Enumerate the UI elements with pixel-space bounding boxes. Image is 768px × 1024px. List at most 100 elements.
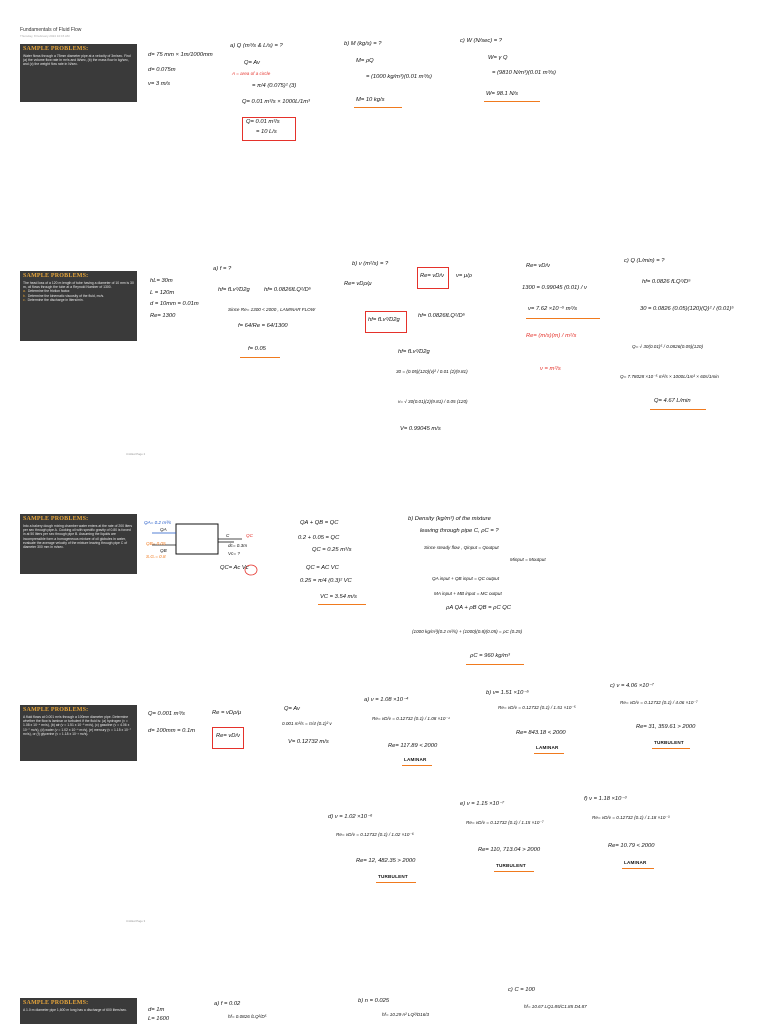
problem-heading: SAMPLE PROBLEMS: [23, 1000, 89, 1006]
answer-line: V= 0.99045 m/s [400, 426, 441, 432]
work-line: QA + QB = QC [300, 520, 339, 526]
work-line: b) n = 0.025 [358, 998, 390, 1004]
diagram-label: QA [160, 527, 167, 532]
work-line: Re= vDρ/μ [344, 281, 372, 287]
work-line: M= ρQ [356, 58, 374, 64]
answer-box [242, 117, 296, 141]
work-line: d) ν = 1.02 ×10⁻⁶ [328, 814, 373, 820]
work-line: = (1000 kg/m³)(0.01 m³/s) [366, 74, 432, 80]
flow-type: TURBULENT [496, 863, 526, 868]
unit-check-line: ν = m²/s [540, 366, 561, 372]
work-line: 30 = 0.0826 (0.05)(120)(Q)² / (0.01)⁵ [640, 306, 734, 312]
work-line: Re= vD/ν = 0.12732 (0.1) / 1.08 ×10⁻⁴ [372, 716, 450, 721]
formula-box [365, 311, 407, 333]
diagram-label: QC= Ac Vc [220, 565, 249, 571]
work-line: b) Density (kg/m³) of the mixture [408, 516, 491, 522]
work-line: W= γ Q [488, 55, 508, 61]
answer-line: VC = 3.54 m/s [320, 594, 357, 600]
problem-text: A fluid flows at 0.001 m³/s through a 10… [23, 715, 131, 736]
work-line: Q= Av [244, 60, 260, 66]
work-line: Since Re= 1300 < 2000 , LAMINAR FLOW [228, 307, 316, 312]
work-line: hf= 10.29 n² LQ²/D16/3 [382, 1012, 430, 1017]
given-line: L= 1600 [148, 1016, 170, 1022]
work-line: v= √ 30(0.01)(2)(9.81) / 0.05 (120) [398, 399, 468, 404]
answer-line: Q= 4.67 L/min [654, 398, 691, 404]
page-title: Fundamentals of Fluid Flow [20, 27, 82, 33]
work-line: Re= vD/ν = 0.12732 (0.1) / 1.51 ×10⁻⁵ [498, 705, 576, 710]
answer-underline [376, 882, 416, 883]
given-line: d= 0.075m [148, 67, 176, 73]
answer-underline [354, 107, 402, 108]
work-line: hf= fLv²/D2g [368, 317, 400, 323]
work-line: Re= 10.79 < 2000 [608, 843, 655, 849]
work-note: A = area of a circle [232, 71, 271, 76]
work-line: c) W (N/sec) = ? [460, 38, 503, 44]
given-line: v= 3 m/s [148, 81, 171, 87]
work-line: QC = AC VC [306, 565, 339, 571]
work-line: a) f = 0.02 [214, 1001, 241, 1007]
work-line: Re= 117.89 < 2000 [388, 743, 438, 749]
work-line: 0.25 = π/4 (0.3)² VC [300, 578, 352, 584]
problem-item: b.Determine the kinematic viscosity of t… [23, 293, 105, 298]
diagram-label: dc= 0.3m [228, 543, 248, 548]
answer-underline [494, 871, 534, 872]
given-line: hL= 30m [150, 278, 173, 284]
page-footer: Untitled Page 2 [126, 452, 146, 456]
work-line: c) Q (L/min) = ? [624, 258, 665, 264]
problem-heading: SAMPLE PROBLEMS: [23, 516, 89, 522]
work-line: hf= 10.67 LQ1.85/C1.85 D4.87 [524, 1004, 587, 1009]
work-line: Re= vD/ν = 0.12732 (0.1) / 1.15 ×10⁻⁷ [466, 820, 544, 825]
problem-text: Into a bakery dough mixing chamber water… [23, 524, 133, 550]
work-line: a) Q (m³/s & L/s) = ? [230, 43, 283, 49]
diagram-label: QA= 0.2 m³/s [144, 520, 172, 525]
work-line: hf= 0.0826fLQ²/D⁵ [264, 287, 312, 293]
work-line: Q= 0.01 m³/s × 1000L/1m³ [242, 99, 310, 105]
work-line: (1000 kg/m³)(0.2 m³/s) + (1000)(0.8)(0.0… [412, 629, 523, 634]
work-line: QA input + QB input = QC output [432, 576, 499, 581]
work-line: 1300 = 0.99045 (0.01) / ν [522, 285, 587, 291]
answer-underline [622, 868, 654, 869]
work-line: b) ν= 1.51 ×10⁻⁵ [486, 690, 529, 696]
answer-underline [534, 753, 564, 754]
work-line: Re= vD/ν [216, 733, 240, 739]
work-line: Re= vD/ν [420, 273, 444, 279]
work-line: f) ν = 1.18 ×10⁻³ [584, 796, 627, 802]
given-line: Re= 1300 [150, 313, 176, 319]
work-line: Q= √ 30(0.01)⁵ / 0.0826(0.05)(120) [632, 344, 703, 349]
work-line: Re= 12, 482.35 > 2000 [356, 858, 416, 864]
work-line: Minput = Moutput [510, 557, 546, 562]
problem-text: The head loss of a 120 m length of tube … [23, 281, 134, 290]
work-line: Re= 31, 359.61 > 2000 [636, 724, 696, 730]
work-line: hf= fLv²/D2g [218, 287, 250, 293]
work-line: Since steady flow , Qinput = Qoutput [424, 545, 499, 550]
work-line: b) M (kg/s) = ? [344, 41, 382, 47]
work-line: e) ν = 1.15 ×10⁻⁷ [460, 801, 505, 807]
flow-type: LAMINAR [404, 757, 427, 762]
answer-line: = 10 L/s [256, 129, 277, 135]
answer-line: Q= 0.01 m³/s [246, 119, 280, 125]
work-line: a) ν = 1.08 ×10⁻⁴ [364, 697, 409, 703]
work-line: Re= vD/ν = 0.12732 (0.1) / 1.18 ×10⁻³ [592, 815, 670, 820]
circled-unknown [244, 564, 258, 576]
work-line: Re= 110, 713.04 > 2000 [478, 847, 541, 853]
diagram-label: C [226, 533, 230, 538]
work-line: Re = vDρ/μ [212, 710, 242, 716]
problem-box-2: SAMPLE PROBLEMS: The head loss of a 120 … [20, 271, 137, 341]
problem-box-4: SAMPLE PROBLEMS: A fluid flows at 0.001 … [20, 705, 137, 761]
unit-check-line: Re= (m/s)(m) / m²/s [526, 333, 577, 339]
work-line: Re= vD/ν = 0.12732 (0.1) / 4.06 ×10⁻⁷ [620, 700, 698, 705]
work-line: Re= vD/ν = 0.12732 (0.1) / 1.02 ×10⁻⁶ [336, 832, 414, 837]
formula-box [417, 267, 449, 289]
diagram-label: S.G.= 0.8 [146, 554, 166, 559]
answer-underline [650, 409, 706, 410]
work-line: 30 = (0.05)(120)(v)² / 0.01 (2)(9.81) [396, 369, 468, 374]
diagram-label: QB= 0.05 [146, 541, 166, 546]
work-line: 0.2 + 0.05 = QC [298, 535, 340, 541]
problem-item: c.Determine the discharge in liters/min. [23, 297, 84, 302]
mixing-chamber-diagram [152, 523, 258, 576]
work-line: Q= 7.78028 ×10⁻⁵ m³/s × 1000L/1m³ × 60s/… [620, 374, 719, 379]
answer-line: ρC = 960 kg/m³ [470, 653, 510, 659]
diagram-label: QC [246, 533, 253, 538]
answer-underline [526, 318, 600, 319]
answer-underline [652, 748, 690, 749]
